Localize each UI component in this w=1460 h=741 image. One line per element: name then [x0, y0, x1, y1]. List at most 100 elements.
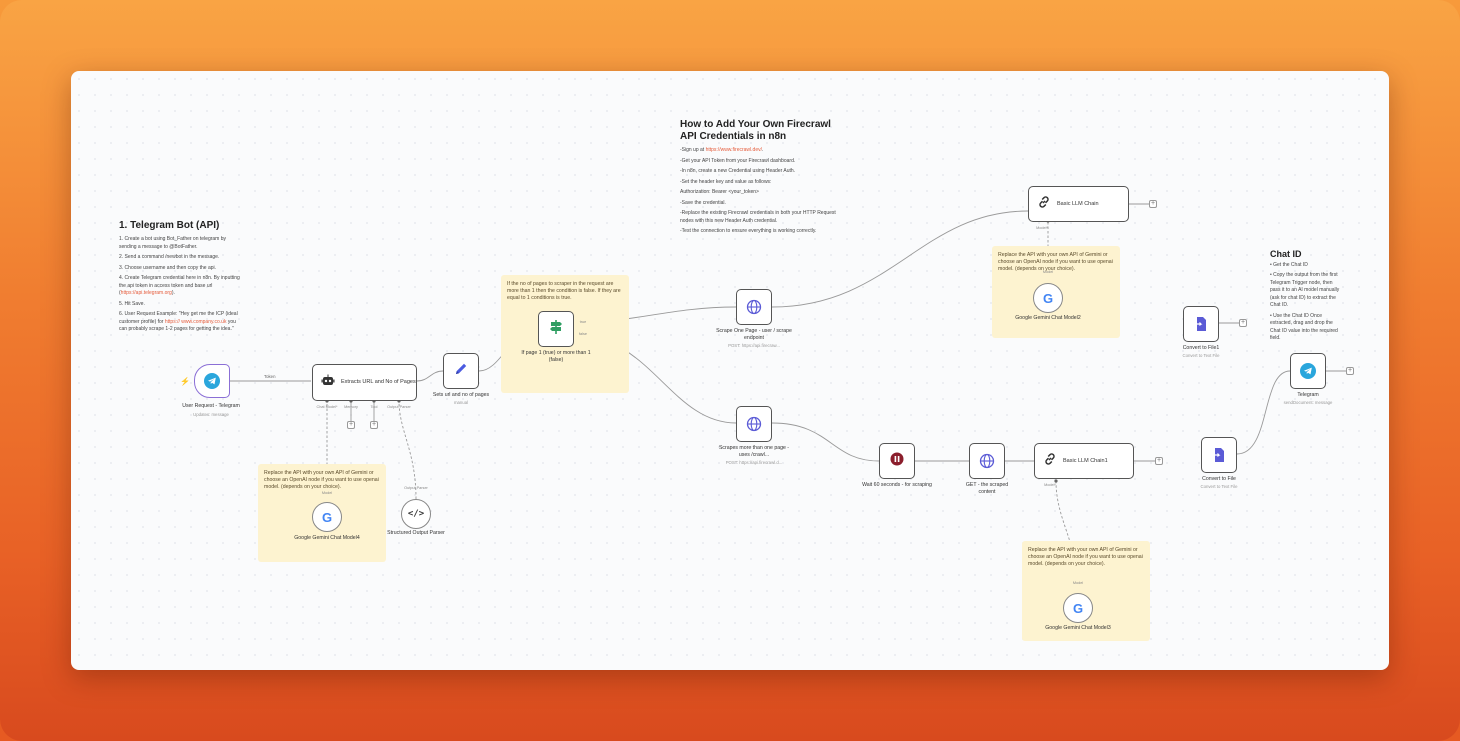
note-telegram-step-2: 2. Send a command /newbot in the message…: [119, 254, 220, 260]
note-telegram-step-4: 4. Create Telegram credential here in n8…: [119, 275, 240, 296]
node-gemini-model3[interactable]: G: [1063, 593, 1093, 623]
note-chatid-title: Chat ID: [1270, 249, 1302, 259]
port-output-parser: Output Parser: [387, 405, 411, 409]
sub-scrape-one: POST: https://api.firecraw...: [728, 343, 780, 348]
port-memory: Memory: [344, 405, 358, 409]
robot-icon: [321, 374, 335, 392]
llm1-model-port: Model*: [1036, 226, 1048, 230]
globe-icon: [746, 299, 762, 315]
note-telegram-bot: 1. Telegram Bot (API) 1. Create a bot us…: [119, 220, 241, 337]
note-telegram-step-1: 1. Create a bot using Bot_Father on tele…: [119, 236, 227, 250]
label-gemini3: Google Gemini Chat Model3: [1045, 625, 1111, 631]
parser-port: Output Parser: [404, 486, 428, 490]
sub-file: Convert to Text File: [1200, 484, 1238, 489]
node-structured-output-parser[interactable]: </>: [401, 499, 431, 529]
note-telegram-title: 1. Telegram Bot (API): [119, 220, 220, 231]
node-convert-to-file[interactable]: [1201, 437, 1237, 473]
port-tool: Tool: [370, 405, 378, 409]
node-gemini-model4[interactable]: G: [312, 502, 342, 532]
llm2-model-port: Model*: [1044, 483, 1056, 487]
sticky-if-text: If the no of pages to scraper in the req…: [507, 281, 621, 301]
edge-parser-agent: [398, 400, 417, 500]
note-firecrawl-line-4: Authorization: Bearer <your_token>: [680, 189, 759, 195]
llm1-add-button[interactable]: +: [1149, 200, 1157, 208]
edge-agent-set: [416, 370, 444, 382]
if-false-port: false: [578, 332, 588, 336]
note-firecrawl-line-5: -Save the credential.: [680, 199, 726, 206]
sub-telegram: sendDocument: message: [1283, 400, 1333, 405]
telegram-icon: [204, 373, 220, 389]
globe-icon: [979, 453, 995, 469]
sub-set: manual: [453, 400, 469, 405]
link-chain-icon: [1043, 452, 1057, 471]
node-gemini-model2[interactable]: G: [1033, 283, 1063, 313]
node-get-scraped[interactable]: [969, 443, 1005, 479]
node-extracts-url[interactable]: Extracts URL and No of Pages: [312, 364, 417, 401]
label-parser: Structured Output Parser: [387, 530, 445, 536]
note-chat-id: Chat ID • Get the Chat ID • Copy the out…: [1270, 249, 1340, 346]
label-get: GET - the scraped content: [965, 482, 1009, 495]
add-memory-button[interactable]: +: [347, 421, 355, 429]
node-scrape-one-page[interactable]: [736, 289, 772, 325]
llm2-add-button[interactable]: +: [1155, 457, 1163, 465]
note-telegram-step-6: 6. User Request Example: "Hey get me the…: [119, 311, 238, 332]
telegram-add-button[interactable]: +: [1346, 367, 1354, 375]
pause-icon: [890, 452, 904, 471]
node-wait[interactable]: [879, 443, 915, 479]
label-file: Convert to File: [1202, 476, 1236, 482]
pencil-icon: [453, 361, 469, 382]
note-chatid-line-2: • Copy the output from the first Telegra…: [1270, 272, 1340, 308]
file1-add-button[interactable]: +: [1239, 319, 1247, 327]
label-trigger: User Request - Telegram: [182, 403, 240, 409]
gemini4-model-port: Model: [321, 491, 333, 495]
llm1-title: Basic LLM Chain: [1057, 200, 1099, 207]
node-sets-url[interactable]: [443, 353, 479, 389]
label-gemini2: Google Gemini Chat Model2: [1015, 315, 1081, 321]
edge-scrape-one-llm1: [771, 210, 1029, 308]
note-firecrawl-line-6: -Replace the existing Firecrawl credenti…: [680, 210, 836, 224]
gemini2-model-port: Model: [1042, 270, 1054, 274]
note-firecrawl: How to Add Your Own Firecrawl API Creden…: [680, 119, 842, 239]
gemini3-model-port: Model: [1072, 581, 1084, 585]
company-example-link[interactable]: https:// www.company.co.uk: [164, 318, 227, 325]
node-if-page[interactable]: [538, 311, 574, 347]
node-convert-to-file1[interactable]: [1183, 306, 1219, 342]
note-chatid-line-3: • Use the Chat ID Once extracted, drag a…: [1270, 312, 1338, 342]
note-firecrawl-line-3: -Set the header key and value as follows…: [680, 178, 772, 185]
note-telegram-step-3: 3. Choose username and then copy the api…: [119, 264, 217, 271]
sticky-gemini2-text: Replace the API with your own API of Gem…: [998, 252, 1113, 272]
label-if: If page 1 (true) or more than 1 (false): [521, 350, 591, 363]
add-tool-button[interactable]: +: [370, 421, 378, 429]
sub-scrape-many: POST: https://api.firecrawl.d...: [725, 460, 783, 465]
label-scrape-one: Scrape One Page - user / scrape endpoint: [716, 328, 792, 341]
node-user-request-telegram[interactable]: [194, 364, 230, 398]
file-convert-icon: [1195, 317, 1206, 331]
sub-trigger: Updates: message: [193, 412, 229, 417]
telegram-icon: [1300, 363, 1316, 379]
workflow-canvas[interactable]: 1. Telegram Bot (API) 1. Create a bot us…: [71, 71, 1389, 670]
node-telegram-send[interactable]: [1290, 353, 1326, 389]
note-chatid-line-1: • Get the Chat ID: [1270, 261, 1308, 268]
node-basic-llm-chain[interactable]: Basic LLM Chain: [1028, 186, 1129, 222]
if-true-port: true: [579, 320, 587, 324]
sticky-gemini4-text: Replace the API with your own API of Gem…: [264, 470, 379, 490]
node-basic-llm-chain1[interactable]: Basic LLM Chain1: [1034, 443, 1134, 479]
node-scrapes-more[interactable]: [736, 406, 772, 442]
sub-file1: Convert to Text File: [1182, 353, 1220, 358]
port-chat-model: Chat Model*: [316, 405, 338, 409]
telegram-base-url-link[interactable]: https://api.telegram.org: [120, 290, 172, 296]
edge-label-token: Token: [264, 374, 276, 379]
link-chain-icon: [1037, 195, 1051, 214]
sticky-gemini3[interactable]: Replace the API with your own API of Gem…: [1022, 541, 1150, 641]
firecrawl-link[interactable]: https://www.firecrawl.dev/: [705, 147, 762, 153]
globe-icon: [746, 416, 762, 432]
code-icon: </>: [407, 509, 425, 519]
label-wait: Wait 60 seconds - for scraping: [862, 482, 932, 488]
edge-scrape-many-wait: [771, 422, 880, 462]
google-icon: G: [1042, 290, 1054, 306]
note-firecrawl-line-1: -Get your API Token from your Firecrawl …: [680, 157, 796, 164]
label-telegram: Telegram: [1297, 392, 1319, 398]
google-icon: G: [321, 509, 333, 525]
edge-file-telegram: [1236, 370, 1291, 455]
